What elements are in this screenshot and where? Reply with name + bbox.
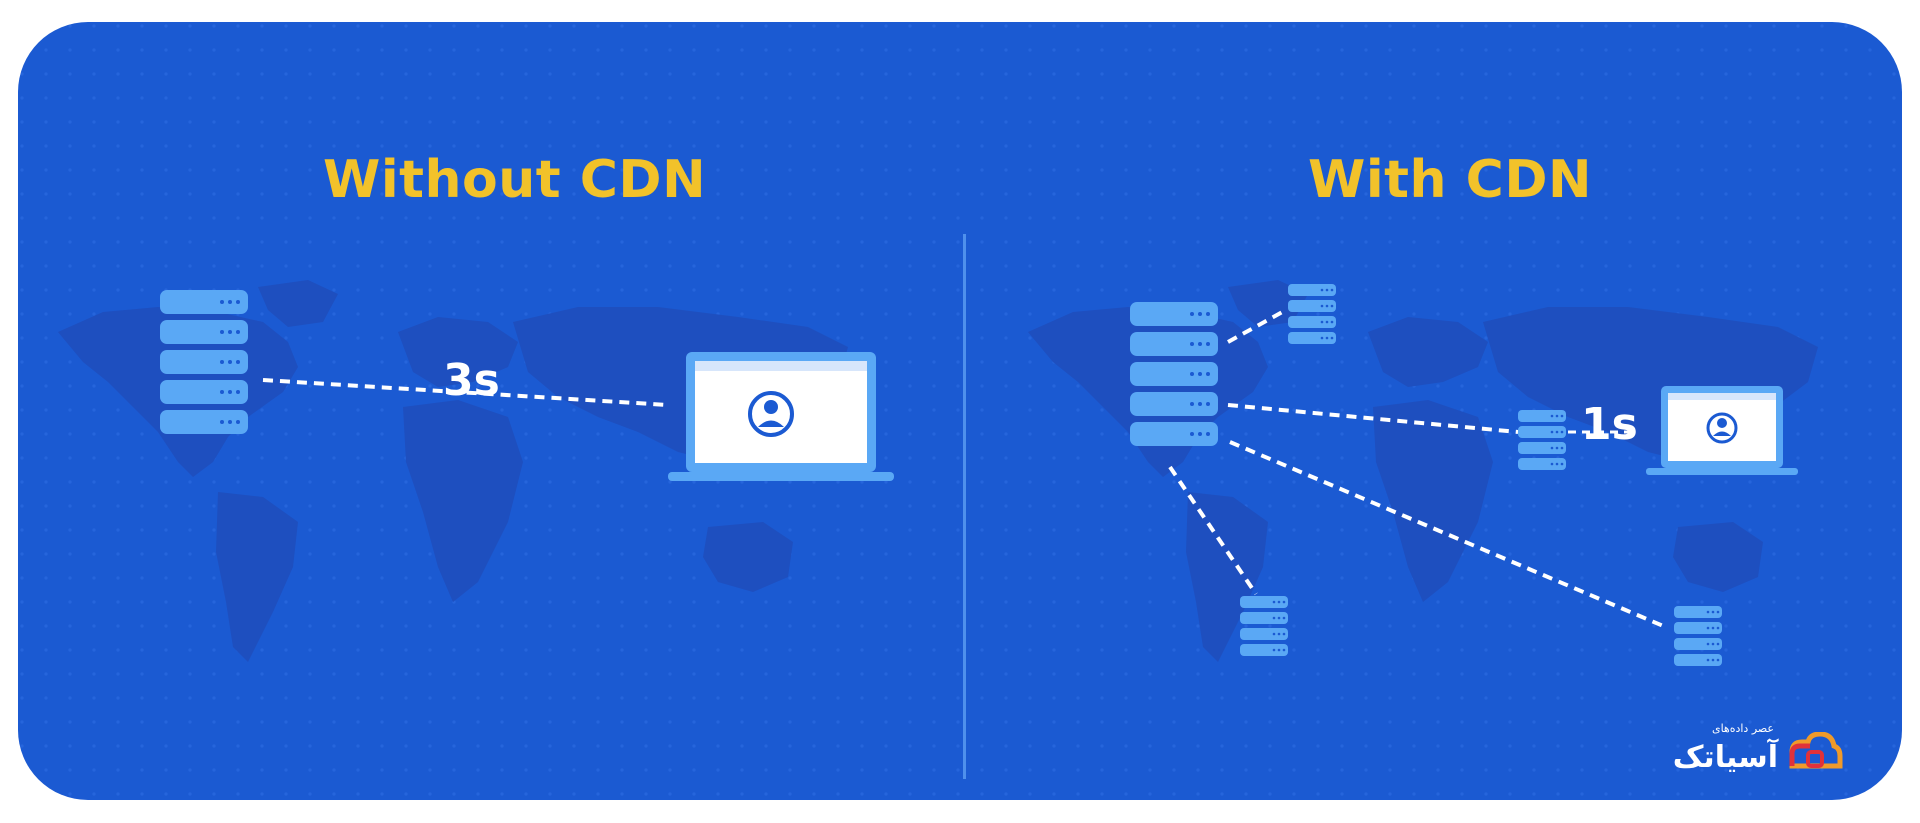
connection-line	[1229, 440, 1669, 630]
latency-label-without-cdn: 3s	[443, 355, 500, 406]
latency-label-with-cdn: 1s	[1581, 399, 1638, 450]
panel-divider	[963, 234, 966, 779]
connection-line	[1227, 308, 1287, 344]
origin-server-right	[1130, 302, 1218, 446]
diagram-graphics	[18, 22, 1902, 800]
server-stack-icon	[160, 290, 248, 434]
logo-tagline: عصر داده‌های	[1711, 722, 1774, 735]
panel-title-with-cdn: With CDN	[1308, 150, 1593, 210]
cloud-logo-icon	[1789, 732, 1843, 769]
diagram-panel: Without CDN With CDN 3s 1s عصر داده‌های …	[18, 22, 1902, 800]
brand-logo: عصر داده‌های آسیاتک	[1638, 722, 1848, 782]
logo-name: آسیاتک	[1672, 740, 1778, 775]
laptop-left	[668, 352, 894, 481]
connection-line	[1168, 465, 1258, 596]
panel-title-without-cdn: Without CDN	[323, 150, 707, 210]
origin-server-left	[160, 290, 248, 434]
laptop-right	[1646, 386, 1798, 475]
connection-line	[1227, 403, 1519, 434]
server-stack-icon	[1130, 302, 1218, 446]
